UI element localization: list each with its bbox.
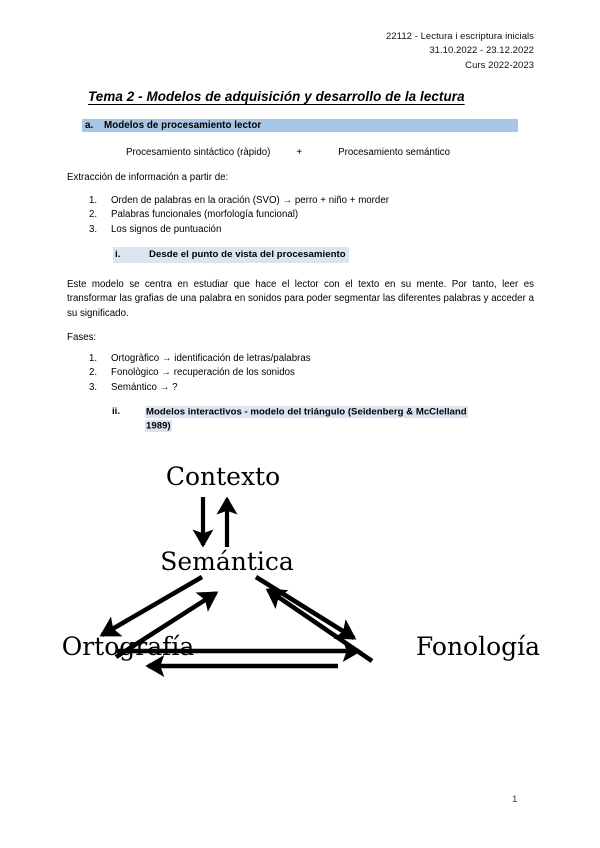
- list-item: 2. Palabras funcionales (morfología funci…: [89, 208, 489, 222]
- list-number: 2.: [89, 367, 98, 379]
- list-text: Palabras funcionales (morfología funcion…: [111, 209, 299, 221]
- subsection-label-ii-line2: 1989): [145, 420, 172, 432]
- section-label-a: Modelos de procesamiento lector: [104, 120, 262, 131]
- list-text: Orden de palabras en la oración (SVO) → …: [111, 195, 389, 206]
- list-number: 1.: [89, 353, 98, 364]
- header-date-range: 31.10.2022 - 23.12.2022: [429, 45, 534, 57]
- diagram-node-fonologia: Fonología: [416, 632, 540, 661]
- section-marker-a: a.: [85, 120, 94, 131]
- list-number: 2.: [89, 209, 98, 221]
- list-text: Semántico → ?: [111, 381, 178, 393]
- list-number: 3.: [89, 381, 98, 393]
- subsection-label-i: Desde el punto de vista del procesamient…: [149, 249, 346, 260]
- list-item: 1. Orden de palabras en la oración (SVO) …: [89, 194, 489, 208]
- header-academic-year: Curs 2022-2023: [465, 59, 534, 71]
- arrow-semantica-to-fonologia: [254, 575, 357, 640]
- formula-left-term: Procesamiento sintáctico (ràpido): [126, 147, 271, 158]
- phases-list: 1. Ortogràfico → identificación de letras…: [89, 352, 489, 395]
- subsection-heading-ii: ii. Modelos interactivos - modelo del tri…: [112, 405, 516, 434]
- diagram-node-semantica: Semántica: [160, 547, 294, 576]
- arrow-ortografia-to-semantica: [114, 591, 219, 659]
- subsection-heading-i: i. Desde el punto de vista del procesamie…: [113, 247, 349, 263]
- section-heading-a: a. Modelos de procesamiento lector: [82, 119, 518, 132]
- list-number: 1.: [89, 195, 98, 206]
- list-text: Fonològico → recuperación de los sonidos: [111, 367, 295, 379]
- diagram-node-ortografia: Ortografía: [62, 632, 195, 661]
- arrow-semantica-to-ortografia: [99, 575, 204, 637]
- formula-operator: +: [296, 147, 303, 158]
- subsection-label-ii-line1: Modelos interactivos - modelo del triáng…: [145, 405, 468, 418]
- header-course: 22112 - Lectura i escriptura inicials: [386, 31, 534, 42]
- list-number: 3.: [89, 223, 98, 235]
- subsection-marker-i: i.: [115, 249, 121, 260]
- processing-formula: Procesamiento sintáctico (ràpido) + Proces…: [126, 146, 526, 160]
- phases-label: Fases:: [67, 332, 97, 343]
- list-text: Ortogràfico → identificación de letras/p…: [111, 353, 311, 364]
- list-item: 1. Ortogràfico → identificación de letras…: [89, 352, 489, 366]
- list-item: 3. Los signos de puntuación: [89, 223, 489, 237]
- page-number: 1: [512, 794, 518, 805]
- processing-viewpoint-paragraph: Este modelo se centra en estudiar que ha…: [67, 279, 534, 319]
- formula-right-term: Procesamiento semántico: [338, 147, 451, 158]
- list-text: Los signos de puntuación: [111, 223, 222, 235]
- list-item: 2. Fonològico → recuperación de los sonid…: [89, 366, 489, 380]
- page-title: Tema 2 - Modelos de adquisición y desarr…: [88, 89, 465, 104]
- diagram-node-contexto: Contexto: [166, 462, 280, 491]
- extraction-intro: Extracción de información a partir de:: [67, 172, 229, 183]
- subsection-marker-ii: ii.: [112, 406, 121, 417]
- list-item: 3. Semántico → ?: [89, 381, 489, 395]
- triangle-model-diagram: Contexto Semántica Ortografía Fonología: [60, 455, 540, 690]
- extraction-list: 1. Orden de palabras en la oración (SVO) …: [89, 194, 489, 237]
- document-header: 22112 - Lectura i escriptura inicials 31…: [386, 30, 534, 73]
